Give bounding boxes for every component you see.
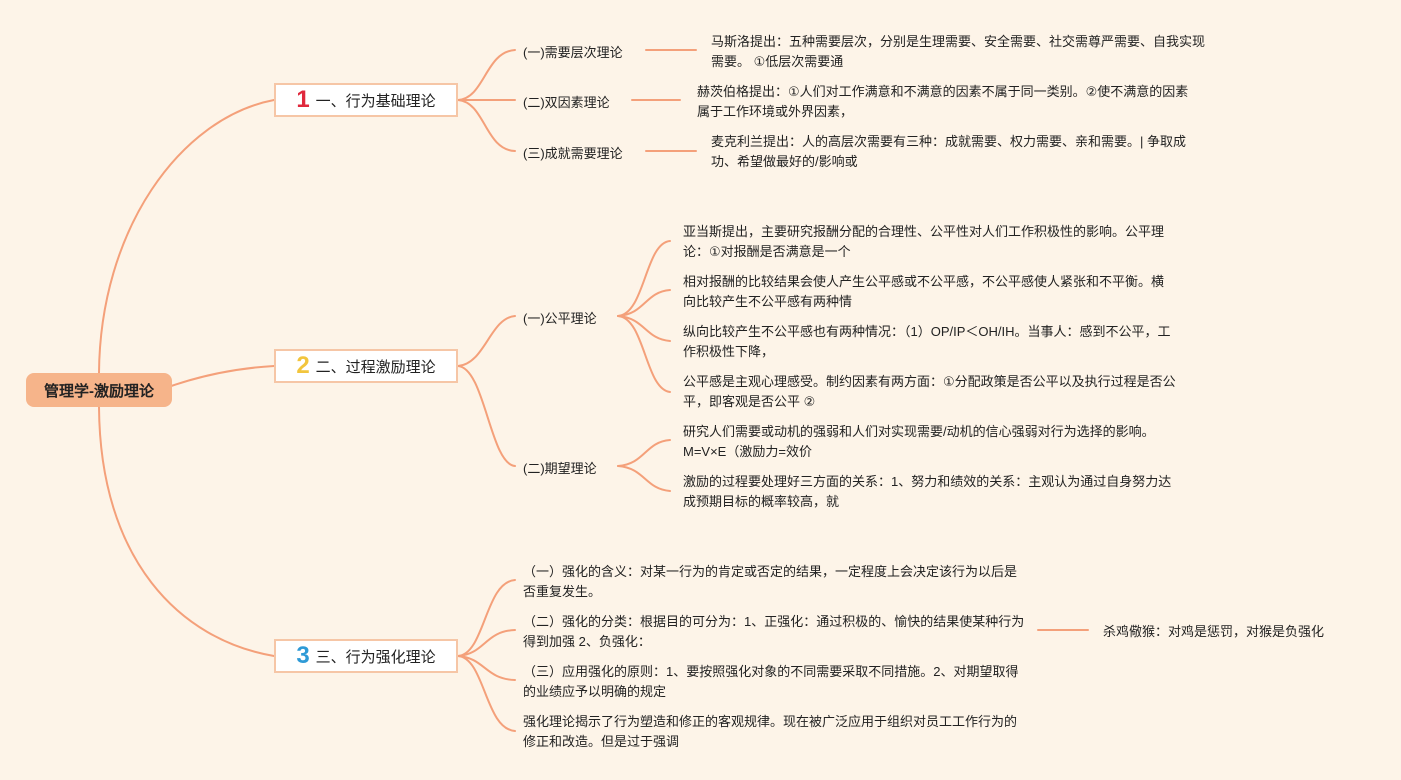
branch-label: 二、过程激励理论 <box>315 358 436 376</box>
number-3-icon: 3 <box>296 642 310 669</box>
edge-b2-s1-l4 <box>617 315 671 393</box>
leaf-expectancy-1[interactable]: 研究人们需要或动机的强弱和人们对实现需要/动机的信心强弱对行为选择的影响。M=V… <box>683 424 1155 459</box>
number-2-icon: 2 <box>296 352 310 379</box>
edge-b3-l4 <box>457 655 516 732</box>
sub-node-equity-theory[interactable]: (一)公平理论 <box>523 311 597 326</box>
edge-b2-s2-l2 <box>617 465 671 492</box>
branch-label: 三、行为强化理论 <box>315 648 436 666</box>
leaf-equity-3[interactable]: 纵向比较产生不公平感也有两种情况：（1）OP/IP＜OH/IH。当事人：感到不公… <box>683 324 1171 359</box>
sub-node-hierarchy-of-needs[interactable]: (一)需要层次理论 <box>523 45 623 60</box>
leaf-kill-chicken-example[interactable]: 杀鸡儆猴：对鸡是惩罚，对猴是负强化 <box>1103 624 1325 639</box>
leaf-reinforcement-summary[interactable]: 强化理论揭示了行为塑造和修正的客观规律。现在被广泛应用于组织对员工工作行为的修正… <box>523 714 1018 749</box>
leaf-reinforcement-types[interactable]: （二）强化的分类：根据目的可分为：1、正强化：通过积极的、愉快的结果使某种行为得… <box>523 614 1025 649</box>
sub-node-expectancy-theory[interactable]: (二)期望理论 <box>523 461 597 476</box>
edge-root-b3 <box>98 406 275 657</box>
leaf-equity-2[interactable]: 相对报酬的比较结果会使人产生公平感或不公平感，不公平感使人紧张和不平衡。横向比较… <box>683 274 1165 309</box>
edge-b2-s1 <box>457 315 516 367</box>
number-1-icon: 1 <box>296 86 310 113</box>
leaf-reinforcement-principles[interactable]: （三）应用强化的原则：1、要按照强化对象的不同需要采取不同措施。2、对期望取得的… <box>523 664 1019 699</box>
leaf-mcclelland[interactable]: 麦克利兰提出：人的高层次需要有三种：成就需要、权力需要、亲和需要。| 争取成功、… <box>711 134 1186 169</box>
sub-node-two-factor[interactable]: (二)双因素理论 <box>523 95 610 110</box>
leaf-expectancy-2[interactable]: 激励的过程要处理好三方面的关系：1、努力和绩效的关系：主观认为通过自身努力达成预… <box>683 474 1172 509</box>
leaf-herzberg[interactable]: 赫茨伯格提出：①人们对工作满意和不满意的因素不属于同一类别。②使不满意的因素属于… <box>697 84 1189 119</box>
edge-b1-s1 <box>457 49 516 101</box>
edge-b2-s2-l1 <box>617 439 671 467</box>
branch-node-1[interactable]: 1 一、行为基础理论 <box>274 83 458 117</box>
edge-b2-s1-l1 <box>617 240 671 317</box>
edge-b2-s2 <box>457 365 516 467</box>
leaf-reinforcement-meaning[interactable]: （一）强化的含义：对某一行为的肯定或否定的结果，一定程度上会决定该行为以后是否重… <box>523 564 1018 599</box>
leaf-equity-4[interactable]: 公平感是主观心理感受。制约因素有两方面：①分配政策是否公平以及执行过程是否公平，… <box>683 374 1176 409</box>
branch-node-2[interactable]: 2 二、过程激励理论 <box>274 349 458 383</box>
branch-node-3[interactable]: 3 三、行为强化理论 <box>274 639 458 673</box>
edge-b2-s1-l2 <box>617 289 671 317</box>
root-node[interactable]: 管理学-激励理论 <box>26 373 172 407</box>
leaf-maslow[interactable]: 马斯洛提出：五种需要层次，分别是生理需要、安全需要、社交需尊严需要、自我实现需要… <box>711 34 1206 69</box>
leaf-equity-1[interactable]: 亚当斯提出，主要研究报酬分配的合理性、公平性对人们工作积极性的影响。公平理论：①… <box>683 224 1165 259</box>
edge-b3-l1 <box>457 579 516 657</box>
sub-node-achievement-need[interactable]: (三)成就需要理论 <box>523 146 623 161</box>
edge-root-b2 <box>159 365 275 391</box>
branch-label: 一、行为基础理论 <box>315 92 436 110</box>
edge-b3-l2 <box>457 629 516 657</box>
edge-b1-s3 <box>457 99 516 152</box>
edge-root-b1 <box>98 99 275 374</box>
